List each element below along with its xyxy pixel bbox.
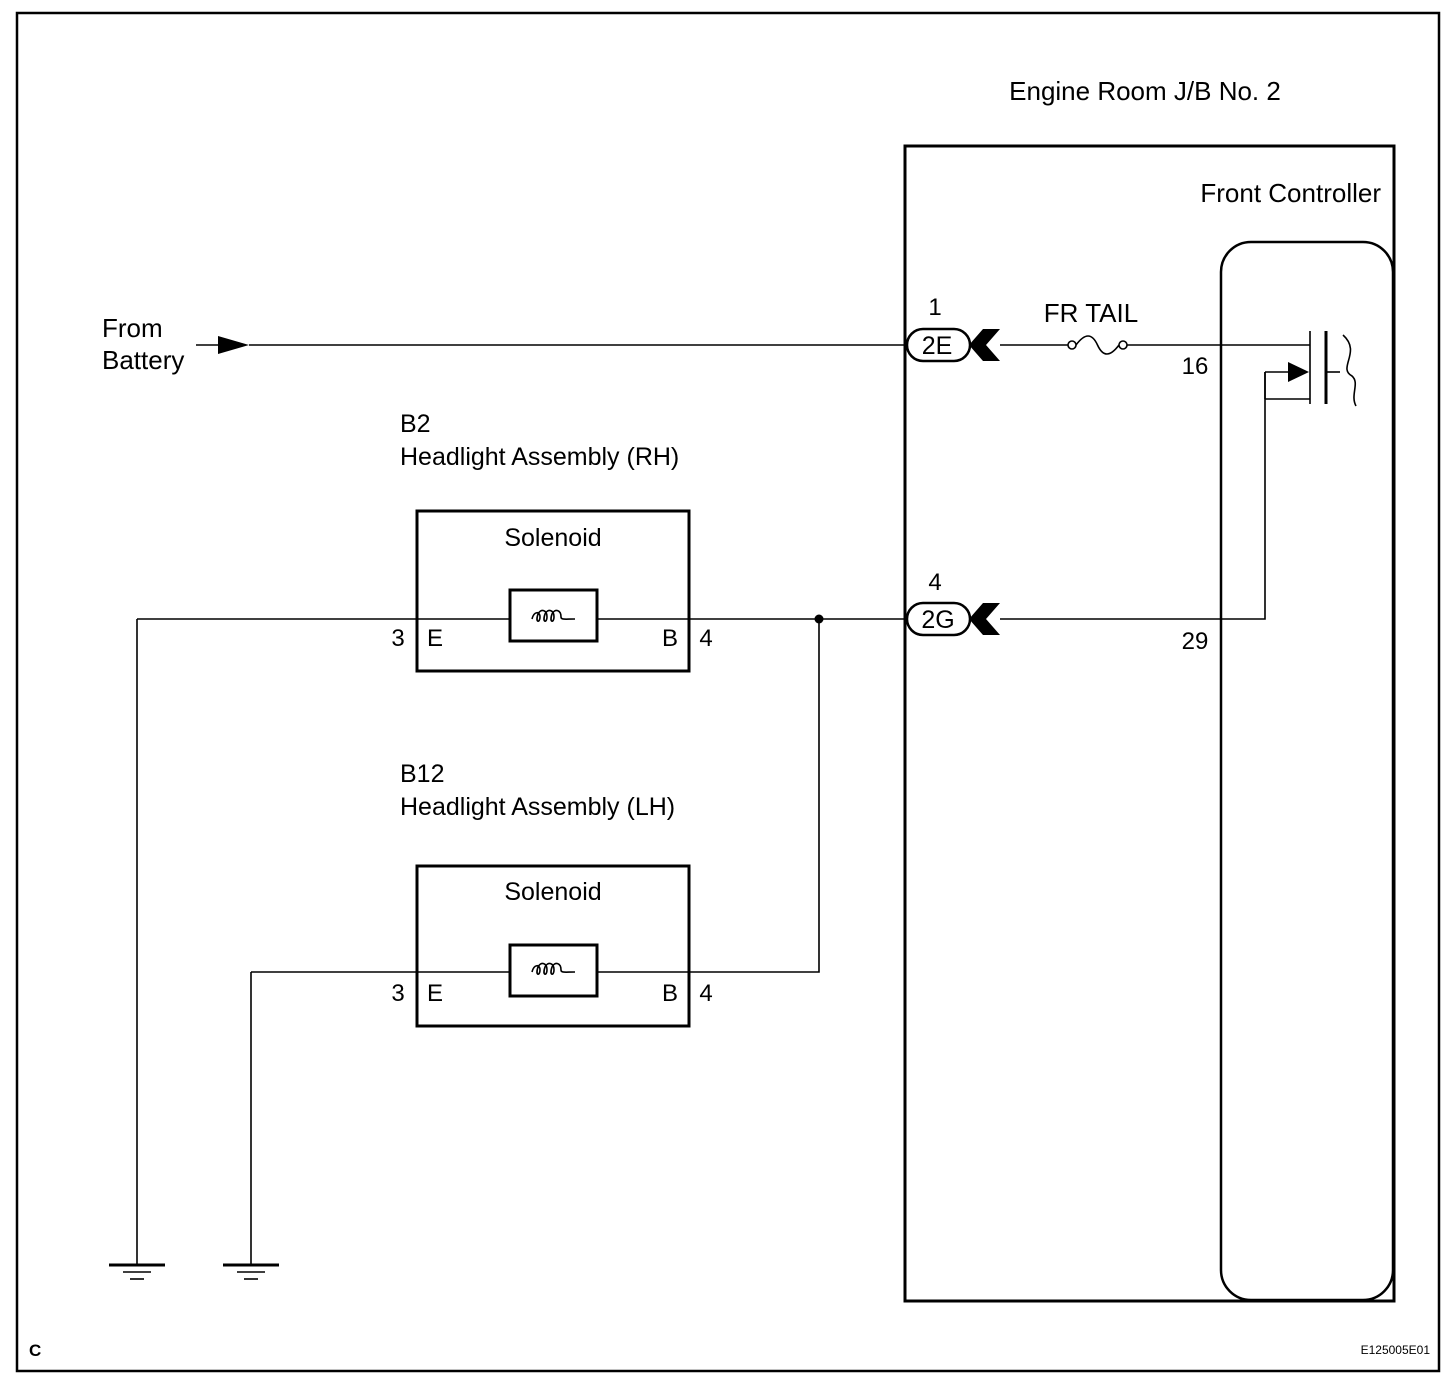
outer-frame [15, 11, 1441, 1373]
battery-arrow-icon [196, 336, 249, 354]
headlight-rh-pin-b: B [662, 625, 678, 652]
headlight-lh-supply-wire [597, 619, 820, 973]
headlight-lh-pin-3: 3 [391, 980, 404, 1007]
fuse-icon [1067, 335, 1128, 355]
front-controller-label: Front Controller [1200, 178, 1381, 208]
controller-pin-29: 29 [1182, 628, 1209, 655]
headlight-rh-component: Solenoid [504, 524, 601, 552]
controller-output-wire [1000, 372, 1266, 620]
solenoid-coil-icon [531, 962, 576, 975]
headlight-lh-pin-4: 4 [699, 980, 712, 1007]
headlight-lh-pin-b: B [662, 980, 678, 1007]
connector-2e-pin: 1 [928, 294, 941, 321]
headlight-lh-component: Solenoid [504, 878, 601, 906]
headlight-lh-box [415, 864, 691, 1028]
headlight-rh-code: B2 [400, 410, 431, 438]
solenoid-coil-icon [531, 609, 576, 622]
headlight-rh-pin-e: E [427, 625, 443, 652]
ground-icon [109, 1263, 165, 1280]
connector-2e-chevron-icon [969, 329, 1000, 361]
controller-relay-icon [1265, 331, 1357, 407]
junction-block-box [903, 144, 1396, 1303]
headlight-rh-box [415, 509, 691, 673]
ground-icon [223, 1263, 279, 1280]
headlight-rh-solenoid-box [508, 588, 599, 643]
from-battery-line1: From [102, 313, 163, 343]
headlight-lh-pin-e: E [427, 980, 443, 1007]
headlight-lh-solenoid-box [508, 943, 599, 998]
connector-2e-code: 2E [922, 332, 953, 360]
from-battery-line2: Battery [102, 345, 184, 375]
headlight-rh-name: Headlight Assembly (RH) [400, 443, 679, 471]
headlight-lh-name: Headlight Assembly (LH) [400, 793, 675, 821]
connector-2g-code: 2G [921, 606, 954, 634]
headlight-lh-code: B12 [400, 760, 444, 788]
headlight-rh-pin-4: 4 [699, 625, 712, 652]
junction-block-title: Engine Room J/B No. 2 [1009, 76, 1281, 106]
front-controller-box [1219, 240, 1395, 1302]
connector-2g-chevron-icon [969, 603, 1000, 635]
headlight-rh-pin-3: 3 [391, 625, 404, 652]
fuse-label: FR TAIL [1044, 298, 1138, 328]
corner-letter: C [29, 1341, 41, 1360]
connector-2g-pin: 4 [928, 569, 941, 596]
figure-code: E125005E01 [1361, 1343, 1431, 1357]
controller-pin-16: 16 [1182, 353, 1209, 380]
